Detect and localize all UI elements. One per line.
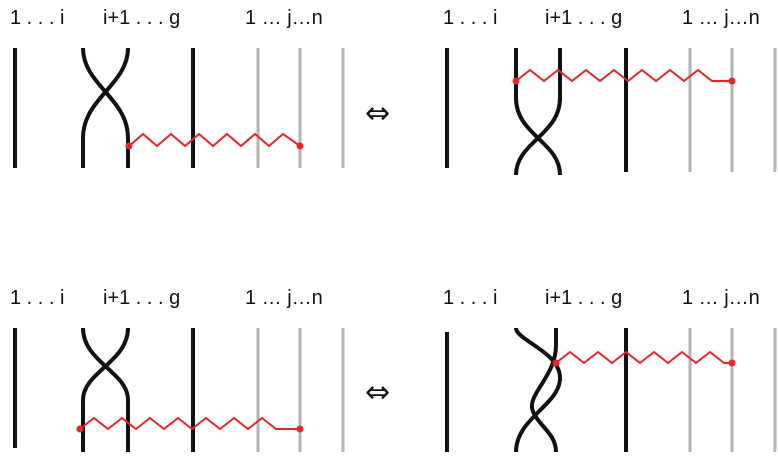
panel-bottom-left: 1 . . . i i+1 . . . g 1 … j…n [10, 287, 345, 452]
strand-cross-a [514, 48, 562, 176]
equivalence-arrow-bottom: ⇔ [365, 375, 390, 410]
equivalence-arrow-top: ⇔ [365, 96, 390, 131]
panel-top-right: 1 . . . i i+1 . . . g 1 … j…n [443, 7, 777, 176]
path-endpoint [552, 359, 560, 367]
label-group-g: i+1 . . . g [103, 7, 180, 29]
label-group-n: 1 … j…n [682, 7, 760, 29]
path-endpoint [512, 77, 520, 85]
strand-cross-b [529, 328, 558, 453]
strand-cross-a [81, 327, 130, 452]
zigzag-path [79, 416, 300, 431]
label-group-i: 1 . . . i [10, 287, 64, 309]
strand-cross-a [514, 327, 563, 453]
zigzag-path [128, 132, 301, 148]
path-endpoint [296, 425, 304, 433]
label-group-n: 1 … j…n [682, 287, 760, 309]
label-group-g: i+1 . . . g [103, 287, 180, 309]
panel-bottom-right: 1 . . . i i+1 . . . g 1 … j…n [443, 287, 777, 453]
zigzag-path [555, 350, 732, 365]
path-endpoint [728, 77, 736, 85]
strand-cross-b [81, 47, 130, 168]
path-endpoint [125, 142, 133, 150]
path-endpoint [728, 359, 736, 367]
path-endpoint [296, 142, 304, 150]
panel-top-left: 1 . . . i i+1 . . . g 1 … j…n [10, 7, 345, 168]
label-group-i: 1 . . . i [10, 7, 64, 29]
label-group-g: i+1 . . . g [545, 287, 622, 309]
zigzag-path [515, 68, 732, 83]
strand-cross-b [514, 48, 562, 176]
path-endpoint [76, 425, 84, 433]
strand-cross-a [81, 47, 130, 168]
label-group-g: i+1 . . . g [545, 7, 622, 29]
strand-cross-b [81, 327, 130, 452]
label-group-i: 1 . . . i [443, 7, 497, 29]
label-group-n: 1 … j…n [245, 7, 323, 29]
label-group-n: 1 … j…n [245, 287, 323, 309]
label-group-i: 1 . . . i [443, 287, 497, 309]
